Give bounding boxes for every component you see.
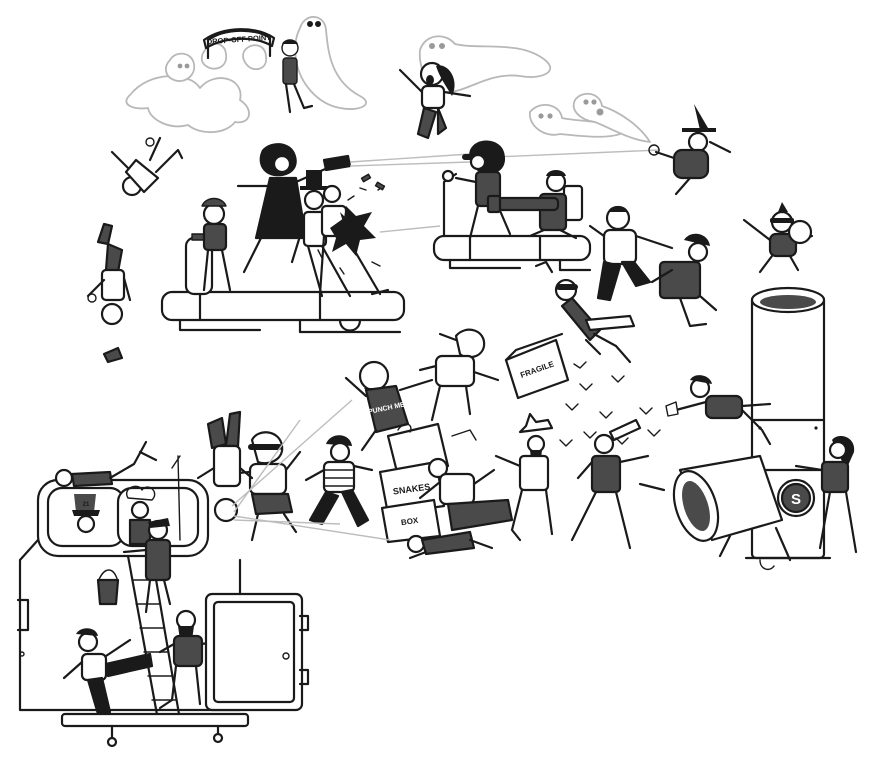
witch-on-broom [648, 104, 732, 196]
right-hover-platform [432, 169, 592, 272]
falling-man-left [86, 222, 132, 364]
ghost-group-right [529, 92, 651, 143]
drop-off-sign-label: DROP-OFF POINT [207, 33, 272, 46]
man-with-cap-left-platform [201, 197, 232, 292]
snakes-box-stack: SNAKES BOX [378, 422, 477, 544]
woman-flying-with-drink [665, 375, 772, 446]
man-with-pompadour [650, 233, 718, 328]
left-hover-platform [160, 233, 406, 334]
man-in-top-hat [300, 170, 352, 298]
man-in-striped-shirt [304, 435, 374, 528]
tumbling-man-top-left [110, 136, 184, 197]
woman-at-cannon [794, 436, 858, 554]
man-in-punch-me-shirt: PUNCH ME! [344, 360, 434, 452]
hanging-man-goggles [534, 260, 636, 364]
screaming-man-ghost [398, 35, 552, 140]
man-in-truck-window: 21 [72, 494, 100, 534]
man-with-bazooka [486, 170, 584, 240]
man-carried-by-ghost [281, 16, 367, 114]
vault-door [204, 592, 310, 712]
cannon-emblem: S [791, 491, 801, 508]
rolling-cart [60, 712, 250, 748]
man-with-bat [570, 418, 666, 550]
flying-debris [559, 361, 661, 447]
cannon: S [672, 454, 816, 562]
man-on-ladder [96, 518, 172, 614]
ghost-group-left [125, 42, 267, 134]
truck-number: 21 [83, 502, 90, 508]
cowboy-man [494, 412, 554, 542]
drop-off-sign: DROP-OFF POINT [202, 28, 276, 60]
man-lying-on-truck [54, 440, 158, 488]
explosion-burst [317, 173, 386, 275]
man-kicking [62, 628, 154, 716]
woman-with-goggles [454, 140, 512, 240]
upside-down-man [196, 410, 254, 523]
girl-carrying-fragile-box: FRAGILE [418, 328, 570, 422]
woman-in-dress-with-gun [236, 143, 352, 274]
ladder [126, 554, 182, 722]
curly-guy-in-truck [126, 485, 156, 546]
fighting-pile [406, 457, 514, 560]
man-jumping-from-chimney [742, 202, 814, 274]
big-guy-clinging [588, 205, 674, 302]
lower-box-label: BOX [400, 516, 419, 527]
